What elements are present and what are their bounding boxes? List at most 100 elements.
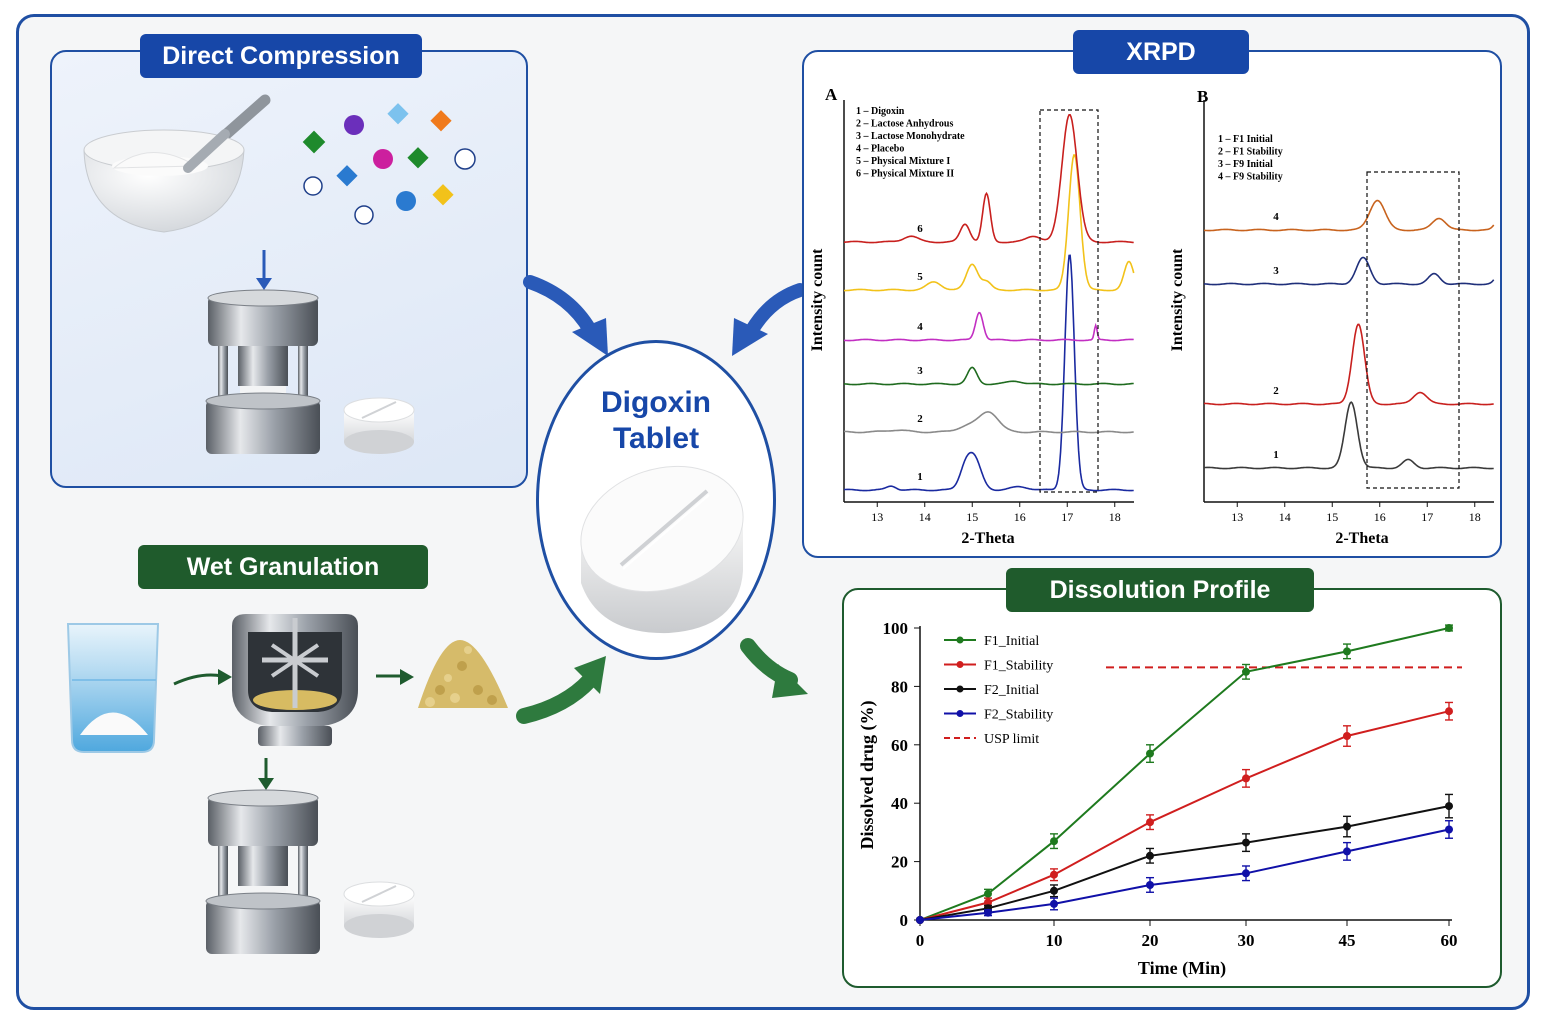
tablet-icon [343, 881, 415, 938]
dissolution-point [1146, 851, 1154, 860]
dissolution-xtick-label: 10 [1046, 931, 1063, 950]
wet-granulation-title: Wet Granulation [138, 545, 428, 589]
xrpd-tick-label: 14 [919, 510, 931, 524]
dissolution-ytick-label: 20 [891, 853, 908, 872]
xrpd-curve-label: 4 [917, 321, 923, 333]
xrpd-b-highlight-box [1366, 171, 1460, 489]
dissolution-point [1343, 647, 1351, 656]
dissolution-ytick-label: 100 [883, 619, 909, 638]
dissolution-legend-label: F1_Stability [984, 659, 1053, 674]
arrow-right-icon [376, 669, 414, 685]
dissolution-point [1343, 822, 1351, 831]
xrpd-b-label: B [1197, 87, 1208, 106]
xrpd-legend-entry: 3 – F9 Initial [1218, 159, 1273, 170]
xrpd-curve-label: 3 [917, 365, 923, 377]
dissolution-point [1146, 818, 1154, 827]
xrpd-curve [843, 311, 1134, 342]
xrpd-curve-label: 4 [1273, 211, 1279, 223]
dissolution-legend-label: F2_Initial [984, 683, 1039, 698]
dissolution-point [984, 889, 992, 898]
xrpd-curve-label: 1 [917, 471, 923, 483]
xrpd-curve [843, 366, 1134, 386]
dissolution-ytick-label: 40 [891, 794, 908, 813]
dissolution-xtick-label: 45 [1339, 931, 1356, 950]
arrow-to-tablet-icon [523, 275, 608, 356]
dissolution-point [1242, 667, 1250, 676]
xrpd-tick-label: 18 [1469, 510, 1481, 524]
xrpd-legend-entry: 1 – Digoxin [856, 106, 905, 117]
xrpd-curve-label: 2 [917, 413, 923, 425]
dissolution-point [984, 898, 992, 907]
dissolution-legend-marker [956, 710, 964, 717]
arrow-to-dissolution-icon [740, 638, 808, 698]
xrpd-a-xlabel: 2-Theta [961, 530, 1014, 547]
xrpd-tick-label: 17 [1421, 510, 1433, 524]
xrpd-curve [843, 254, 1134, 492]
dissolution-point [1242, 774, 1250, 783]
center-title-line1: Digoxin [601, 386, 711, 419]
center-title-line2: Tablet [612, 422, 700, 455]
arrow-to-tablet-icon [732, 283, 807, 356]
xrpd-a-label: A [825, 85, 838, 104]
dissolution-legend-label: F2_Stability [984, 708, 1053, 723]
large-tablet-icon [580, 465, 744, 634]
dissolution-point [1050, 837, 1058, 846]
tablet-press-icon [205, 289, 321, 454]
xrpd-b-ylabel: Intensity count [1169, 248, 1186, 351]
xrpd-tick-label: 15 [1326, 510, 1338, 524]
xrpd-curve [1204, 323, 1494, 406]
xrpd-tick-label: 16 [1014, 510, 1026, 524]
xrpd-title: XRPD [1073, 30, 1249, 74]
tablet-icon [343, 397, 415, 454]
dissolution-series-line [919, 828, 1450, 921]
xrpd-curve [844, 154, 1135, 292]
xrpd-a-highlight-box [1039, 109, 1099, 493]
xrpd-tick-label: 13 [871, 510, 883, 524]
dissolution-point [984, 908, 992, 917]
dissolution-point [1146, 881, 1154, 889]
dissolution-point [1146, 749, 1154, 758]
xrpd-tick-label: 14 [1279, 510, 1291, 524]
dissolution-point [1242, 838, 1250, 847]
dissolution-xtick-label: 60 [1441, 931, 1458, 950]
xrpd-tick-label: 13 [1231, 510, 1243, 524]
xrpd-curve-label: 3 [1273, 265, 1279, 277]
digoxin-tablet-oval: Digoxin Tablet [536, 340, 776, 660]
dissolution-legend-label: USP limit [984, 732, 1039, 747]
dissolution-point [1050, 899, 1058, 908]
dissolution-point [916, 916, 924, 924]
dissolution-point [1050, 870, 1058, 879]
dissolution-point [1343, 732, 1351, 740]
xrpd-curve [1203, 199, 1495, 232]
xrpd-curve [844, 411, 1134, 434]
dissolution-point [1050, 886, 1058, 895]
xrpd-curve-label: 2 [1273, 385, 1279, 397]
beaker-icon [66, 623, 160, 753]
dissolution-point [1445, 624, 1453, 632]
granulator-icon [232, 614, 358, 746]
xrpd-curve-label: 1 [1273, 449, 1279, 461]
dissolution-title: Dissolution Profile [1006, 568, 1314, 612]
dissolution-legend-marker [956, 636, 964, 644]
xrpd-legend-entry: 6 – Physical Mixture II [856, 169, 954, 180]
dissolution-xtick-label: 30 [1238, 931, 1255, 950]
xrpd-panel [802, 50, 1502, 558]
xrpd-curve [843, 114, 1134, 244]
direct-compression-title: Direct Compression [140, 34, 422, 78]
xrpd-tick-label: 16 [1374, 510, 1386, 524]
xrpd-legend-entry: 3 – Lactose Monohydrate [856, 131, 965, 142]
xrpd-legend-entry: 2 – F1 Stability [1218, 147, 1283, 158]
xrpd-tick-label: 15 [966, 510, 978, 524]
tablet-press-icon [205, 789, 321, 954]
arrow-down-icon [258, 758, 274, 790]
xrpd-legend-entry: 1 – F1 Initial [1218, 134, 1273, 145]
dissolution-point [1445, 707, 1453, 716]
dissolution-ytick-label: 60 [891, 736, 908, 755]
dissolution-xtick-label: 20 [1142, 931, 1159, 950]
dissolution-ytick-label: 0 [900, 911, 909, 930]
dissolution-panel [842, 588, 1502, 988]
dissolution-series-line [919, 805, 1450, 921]
